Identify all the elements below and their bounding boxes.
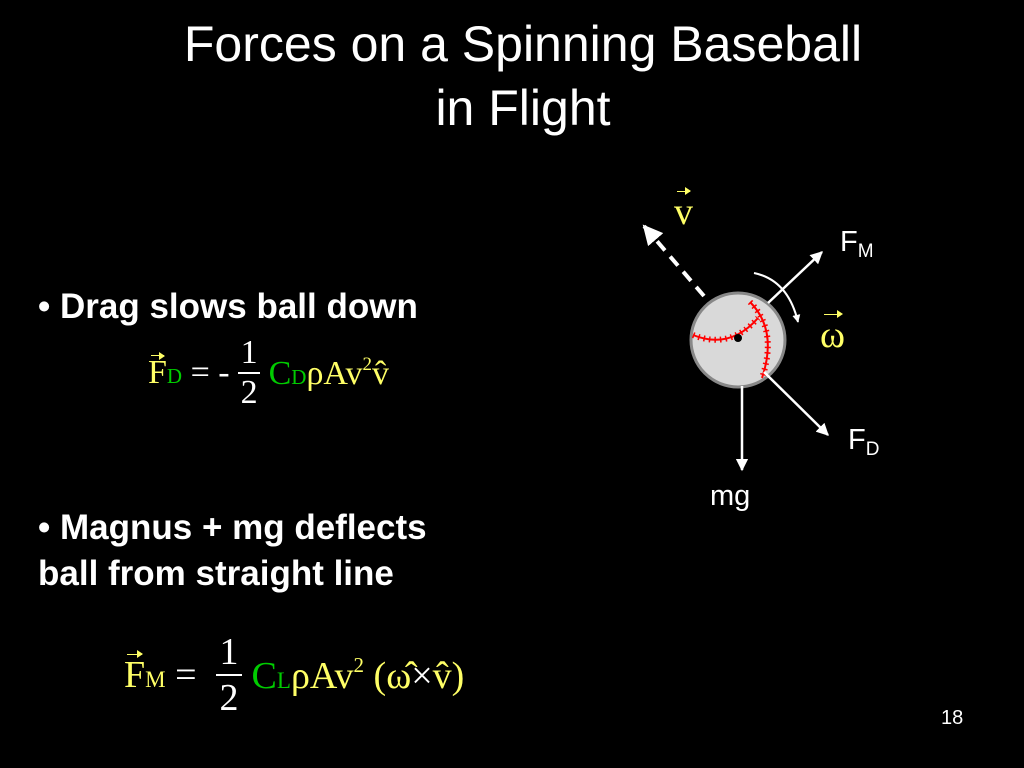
- drag-force-arrow: [763, 371, 829, 436]
- magnus-rho-av: ρAv: [290, 654, 354, 697]
- bullet-drag-text: Drag slows ball down: [60, 287, 418, 326]
- drag-fraction: 1 2: [238, 334, 261, 412]
- magnus-fraction: 1 2: [216, 630, 243, 720]
- drag-coefficient: C: [268, 354, 292, 392]
- omega-label: ω: [820, 310, 846, 356]
- drag-force-label: FD: [848, 424, 880, 460]
- magnus-equals: =: [175, 654, 197, 696]
- slide-title-line-1: Forces on a Spinning Baseball: [183, 16, 863, 72]
- drag-force-symbol: F: [148, 351, 167, 391]
- seam-1: [692, 317, 759, 341]
- magnus-fraction-denominator: 2: [219, 677, 239, 719]
- bullet-magnus-text-line-2: ball from straight line: [38, 554, 394, 593]
- magnus-exponent: 2: [353, 652, 365, 677]
- drag-equation: FD = - 1 2 CDρAv2v̂: [148, 334, 389, 412]
- drag-equals: =: [190, 354, 210, 391]
- ball-center: [734, 334, 742, 342]
- slide-title-line-2: in Flight: [435, 80, 611, 136]
- drag-force-subscript: D: [166, 364, 183, 388]
- bullet-marker: •: [38, 508, 51, 547]
- magnus-fraction-numerator: 1: [219, 631, 239, 673]
- gravity-label: mg: [710, 480, 751, 512]
- magnus-omega-hat: ω̂: [386, 654, 412, 697]
- magnus-force-subscript: M: [145, 667, 166, 692]
- velocity-label: v: [674, 187, 693, 233]
- page-number: 18: [941, 707, 964, 729]
- bullet-marker: •: [38, 287, 51, 326]
- drag-coefficient-subscript: D: [291, 364, 307, 389]
- bullet-drag: • Drag slows ball down: [38, 284, 418, 330]
- drag-fraction-numerator: 1: [240, 334, 258, 371]
- magnus-force-label: FM: [840, 226, 874, 262]
- magnus-force-symbol: F: [124, 650, 146, 696]
- drag-vhat: v̂: [371, 354, 389, 392]
- magnus-paren-close: ): [451, 654, 465, 697]
- magnus-cross: ×: [411, 654, 433, 697]
- seam-2-stitches: [747, 299, 771, 379]
- magnus-equation: FM = 1 2 CLρAv2 (ω̂×v̂): [124, 630, 464, 720]
- velocity-arrow: [642, 224, 706, 298]
- drag-fraction-denominator: 2: [240, 374, 258, 411]
- magnus-force-arrow: [767, 251, 823, 304]
- magnus-paren-open: (: [373, 654, 387, 697]
- magnus-vhat: v̂: [432, 654, 452, 697]
- drag-exponent: 2: [362, 353, 372, 375]
- slide-title: Forces on a Spinning Baseball in Flight: [0, 12, 1024, 140]
- drag-rho-av: ρAv: [306, 354, 363, 392]
- lift-coefficient-subscript: L: [276, 667, 291, 693]
- bullet-magnus-text-line-1: Magnus + mg deflects: [60, 508, 427, 547]
- lift-coefficient: C: [251, 654, 277, 697]
- drag-minus: -: [218, 354, 230, 391]
- force-diagram-svg: [642, 224, 829, 472]
- bullet-magnus: • Magnus + mg deflects ball from straigh…: [38, 505, 427, 597]
